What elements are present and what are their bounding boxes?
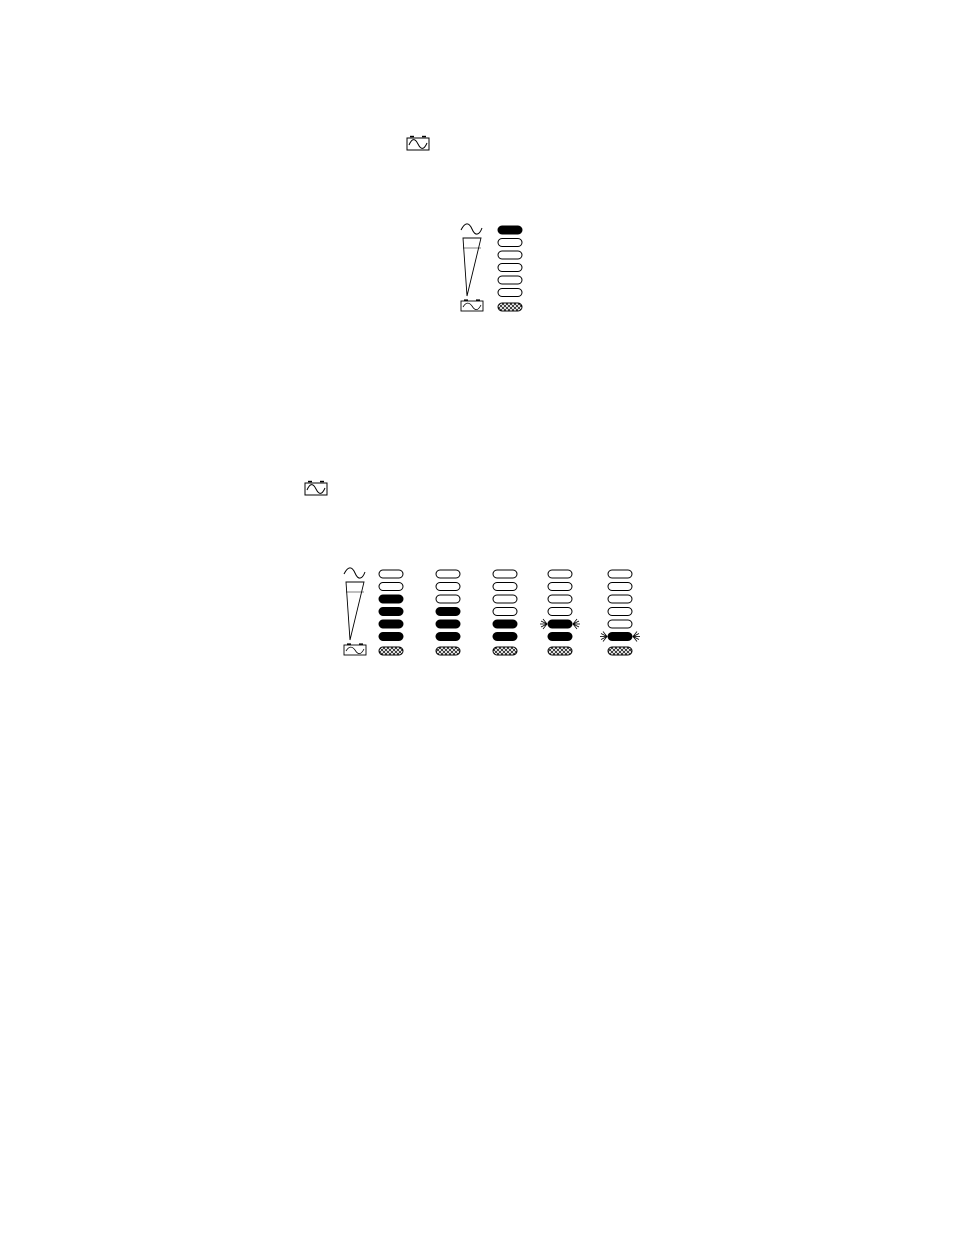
led-base-hatched xyxy=(493,647,517,655)
led-off xyxy=(436,570,460,578)
led-off xyxy=(498,289,522,297)
led-off xyxy=(548,583,572,591)
led-on xyxy=(379,595,403,603)
led-off xyxy=(608,595,632,603)
led-on xyxy=(436,620,460,628)
led-on xyxy=(379,620,403,628)
led-off xyxy=(379,570,403,578)
led-off xyxy=(548,570,572,578)
ac-sine-icon xyxy=(344,568,365,578)
led-off xyxy=(493,608,517,616)
ac-sine-icon xyxy=(461,224,482,234)
battery-inverter-icon xyxy=(304,480,328,501)
led-flashing xyxy=(548,620,572,628)
multi-indicator-diagram xyxy=(338,562,648,662)
led-on xyxy=(379,633,403,641)
led-base-hatched xyxy=(608,647,632,655)
led-on xyxy=(493,620,517,628)
led-base-hatched xyxy=(436,647,460,655)
led-off xyxy=(498,239,522,247)
single-indicator-diagram xyxy=(455,220,535,315)
level-wedge xyxy=(346,582,364,640)
led-off xyxy=(436,583,460,591)
led-on xyxy=(548,633,572,641)
led-base-hatched xyxy=(498,303,522,311)
led-on xyxy=(379,608,403,616)
level-wedge xyxy=(463,238,481,296)
led-off xyxy=(498,264,522,272)
battery-inverter-icon xyxy=(406,135,430,156)
led-off xyxy=(498,276,522,284)
led-off xyxy=(436,595,460,603)
led-off xyxy=(608,608,632,616)
led-on xyxy=(493,633,517,641)
led-off xyxy=(548,595,572,603)
battery-inverter-icon xyxy=(344,644,366,655)
led-off xyxy=(548,608,572,616)
multi-indicator-panel xyxy=(338,562,648,662)
led-off xyxy=(493,570,517,578)
led-on xyxy=(436,633,460,641)
led-off xyxy=(498,251,522,259)
led-off xyxy=(493,583,517,591)
led-on xyxy=(436,608,460,616)
led-base-hatched xyxy=(379,647,403,655)
led-off xyxy=(608,583,632,591)
led-off xyxy=(608,620,632,628)
led-flashing xyxy=(608,633,632,641)
led-off xyxy=(608,570,632,578)
led-base-hatched xyxy=(548,647,572,655)
led-off xyxy=(493,595,517,603)
led-on xyxy=(498,226,522,234)
single-indicator-panel xyxy=(455,220,535,315)
battery-inverter-icon xyxy=(461,300,483,311)
led-off xyxy=(379,583,403,591)
